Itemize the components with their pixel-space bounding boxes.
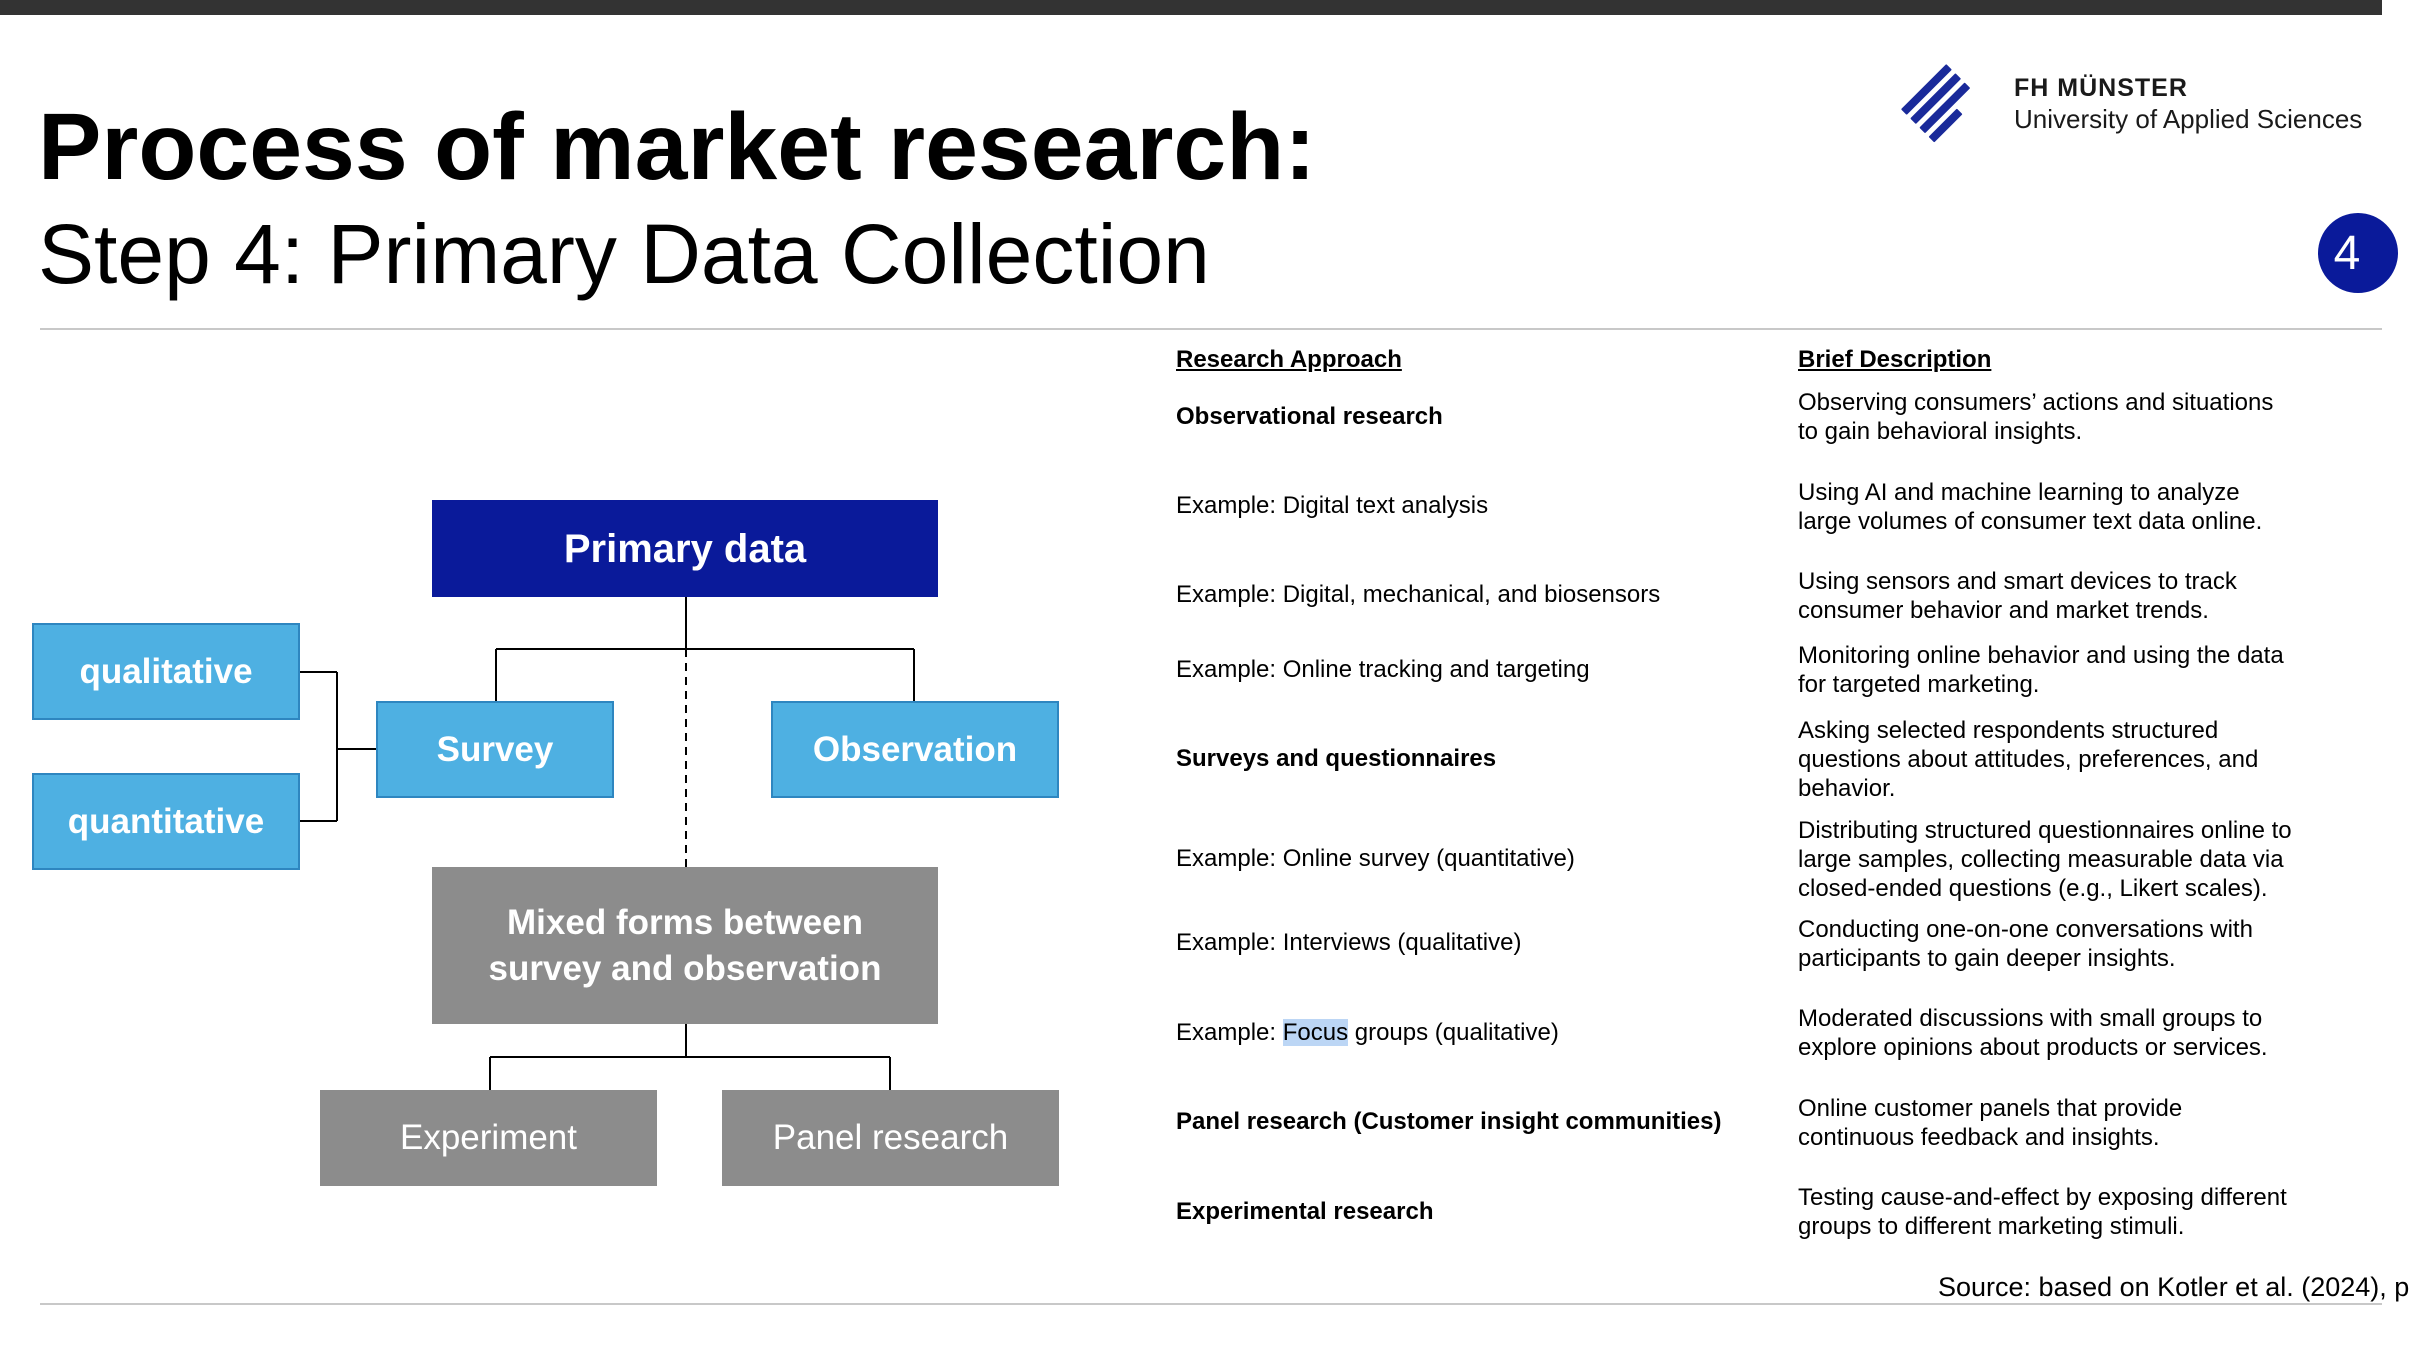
description-line: Using AI and machine learning to analyze (1798, 479, 2240, 506)
description-line: Testing cause-and-effect by exposing dif… (1798, 1184, 2287, 1211)
approach-suffix: groups (qualitative) (1348, 1019, 1559, 1046)
approach-cell: Example: Digital, mechanical, and biosen… (1176, 581, 1661, 608)
description-line: Moderated discussions with small groups … (1798, 1005, 2263, 1032)
logo-name: FH MÜNSTER (2014, 74, 2188, 102)
header-divider (40, 328, 2382, 330)
quantitative-box: quantitative (32, 773, 300, 870)
description-line: explore opinions about products or servi… (1798, 1034, 2268, 1061)
slide-subtitle: Step 4: Primary Data Collection (38, 207, 1210, 301)
approach-cell: Surveys and questionnaires (1176, 745, 1497, 772)
logo-tagline: University of Applied Sciences (2014, 104, 2363, 134)
description-line: to gain behavioral insights. (1798, 418, 2083, 445)
quantitative-label: quantitative (67, 801, 265, 841)
description-line: behavior. (1798, 775, 1896, 802)
description-cell: Using sensors and smart devices to track… (1798, 567, 2237, 625)
column-header-description: Brief Description (1798, 346, 1992, 373)
approach-cell: Example: Focus groups (qualitative) (1176, 1019, 1559, 1048)
highlighted-text[interactable]: Focus (1282, 1019, 1349, 1046)
description-line: for targeted marketing. (1798, 671, 2040, 698)
description-line: large samples, collecting measurable dat… (1798, 846, 2284, 873)
description-cell: Conducting one-on-one conversations with… (1798, 915, 2253, 973)
description-line: large volumes of consumer text data onli… (1798, 508, 2263, 535)
approach-cell: Example: Online tracking and targeting (1176, 656, 1590, 683)
description-line: Online customer panels that provide (1798, 1095, 2183, 1122)
description-line: Distributing structured questionnaires o… (1798, 817, 2292, 844)
description-line: groups to different marketing stimuli. (1798, 1213, 2185, 1240)
approach-cell: Example: Interviews (qualitative) (1176, 929, 1522, 956)
footer-divider (40, 1303, 2382, 1305)
description-cell: Online customer panels that provide cont… (1798, 1094, 2182, 1152)
observation-label: Observation (812, 729, 1018, 769)
description-cell: Testing cause-and-effect by exposing dif… (1798, 1183, 2287, 1241)
mixed-forms-line2: survey and observation (488, 948, 882, 988)
slide-title: Process of market research: (38, 94, 1316, 200)
experiment-box: Experiment (320, 1090, 657, 1186)
survey-box: Survey (376, 701, 614, 798)
page-number-badge: 4 (2318, 213, 2398, 293)
description-line: questions about attitudes, preferences, … (1798, 746, 2259, 773)
approach-prefix: Example: (1176, 1019, 1283, 1046)
column-header-approach: Research Approach (1176, 346, 1402, 373)
source-citation: Source: based on Kotler et al. (2024), p (1938, 1272, 2409, 1302)
description-line: participants to gain deeper insights. (1798, 945, 2176, 972)
description-line: Conducting one-on-one conversations with (1798, 916, 2253, 943)
fh-logo-icon (1901, 64, 1970, 143)
observation-box: Observation (771, 701, 1059, 798)
approach-cell: Experimental research (1176, 1198, 1434, 1225)
description-line: continuous feedback and insights. (1798, 1124, 2160, 1151)
description-cell: Asking selected respondents structured q… (1798, 716, 2258, 803)
description-cell: Observing consumers’ actions and situati… (1798, 388, 2273, 446)
page-number: 4 (2333, 226, 2361, 280)
description-line: Observing consumers’ actions and situati… (1798, 389, 2274, 416)
mixed-forms-box: Mixed forms between survey and observati… (432, 867, 938, 1024)
mixed-forms-line1: Mixed forms between (507, 903, 863, 942)
description-line: closed-ended questions (e.g., Likert sca… (1798, 875, 2268, 902)
approach-cell: Observational research (1176, 403, 1443, 430)
description-cell: Using AI and machine learning to analyze… (1798, 478, 2262, 536)
survey-label: Survey (436, 729, 554, 769)
primary-data-box: Primary data (432, 500, 938, 597)
qualitative-box: qualitative (32, 623, 300, 720)
top-bar (0, 0, 2382, 15)
approach-cell: Example: Online survey (quantitative) (1176, 845, 1575, 872)
description-line: Asking selected respondents structured (1798, 717, 2219, 744)
primary-data-label: Primary data (563, 526, 807, 571)
qualitative-label: qualitative (79, 651, 253, 691)
approach-cell: Example: Digital text analysis (1176, 492, 1489, 519)
description-cell: Distributing structured questionnaires o… (1798, 816, 2292, 903)
description-cell: Moderated discussions with small groups … (1798, 1004, 2268, 1062)
description-line: consumer behavior and market trends. (1798, 597, 2209, 624)
description-line: Using sensors and smart devices to track (1798, 568, 2237, 595)
approach-cell: Panel research (Customer insight communi… (1176, 1108, 1722, 1135)
panel-research-box: Panel research (722, 1090, 1059, 1186)
description-cell: Monitoring online behavior and using the… (1798, 641, 2284, 699)
experiment-label: Experiment (399, 1118, 578, 1158)
panel-research-label: Panel research (772, 1118, 1009, 1158)
description-line: Monitoring online behavior and using the… (1798, 642, 2284, 669)
